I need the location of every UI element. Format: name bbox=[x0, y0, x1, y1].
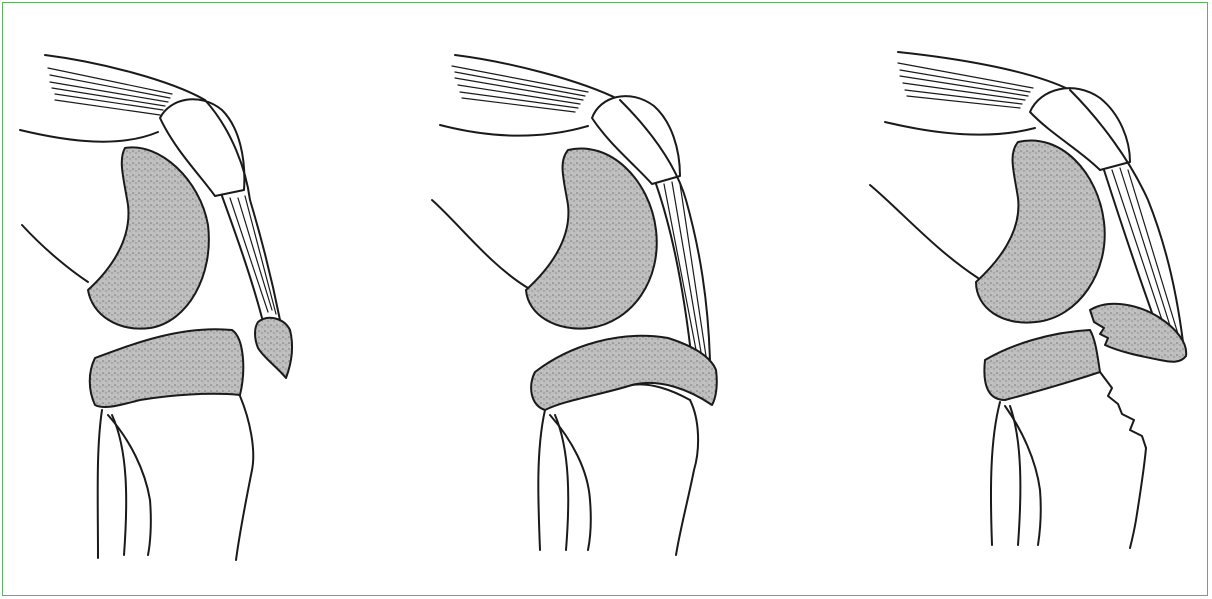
tibial-plateau bbox=[984, 330, 1100, 400]
avulsed-bone-fragment bbox=[255, 318, 292, 378]
tibia-fibula bbox=[98, 396, 254, 560]
panel-1 bbox=[20, 55, 292, 560]
panel-2 bbox=[432, 55, 717, 555]
quadriceps-tendon bbox=[440, 55, 620, 136]
femur-outline bbox=[870, 185, 978, 278]
tibia-fibula bbox=[538, 400, 698, 555]
femur-outline bbox=[432, 200, 528, 288]
femoral-condyle bbox=[526, 148, 657, 328]
tibial-plateau bbox=[90, 329, 244, 407]
femoral-condyle bbox=[976, 140, 1105, 322]
fracture-line bbox=[1100, 372, 1146, 448]
tibia-fibula bbox=[991, 402, 1146, 548]
femur-outline bbox=[22, 225, 88, 282]
panel-3 bbox=[870, 52, 1186, 548]
femoral-condyle bbox=[88, 147, 209, 328]
